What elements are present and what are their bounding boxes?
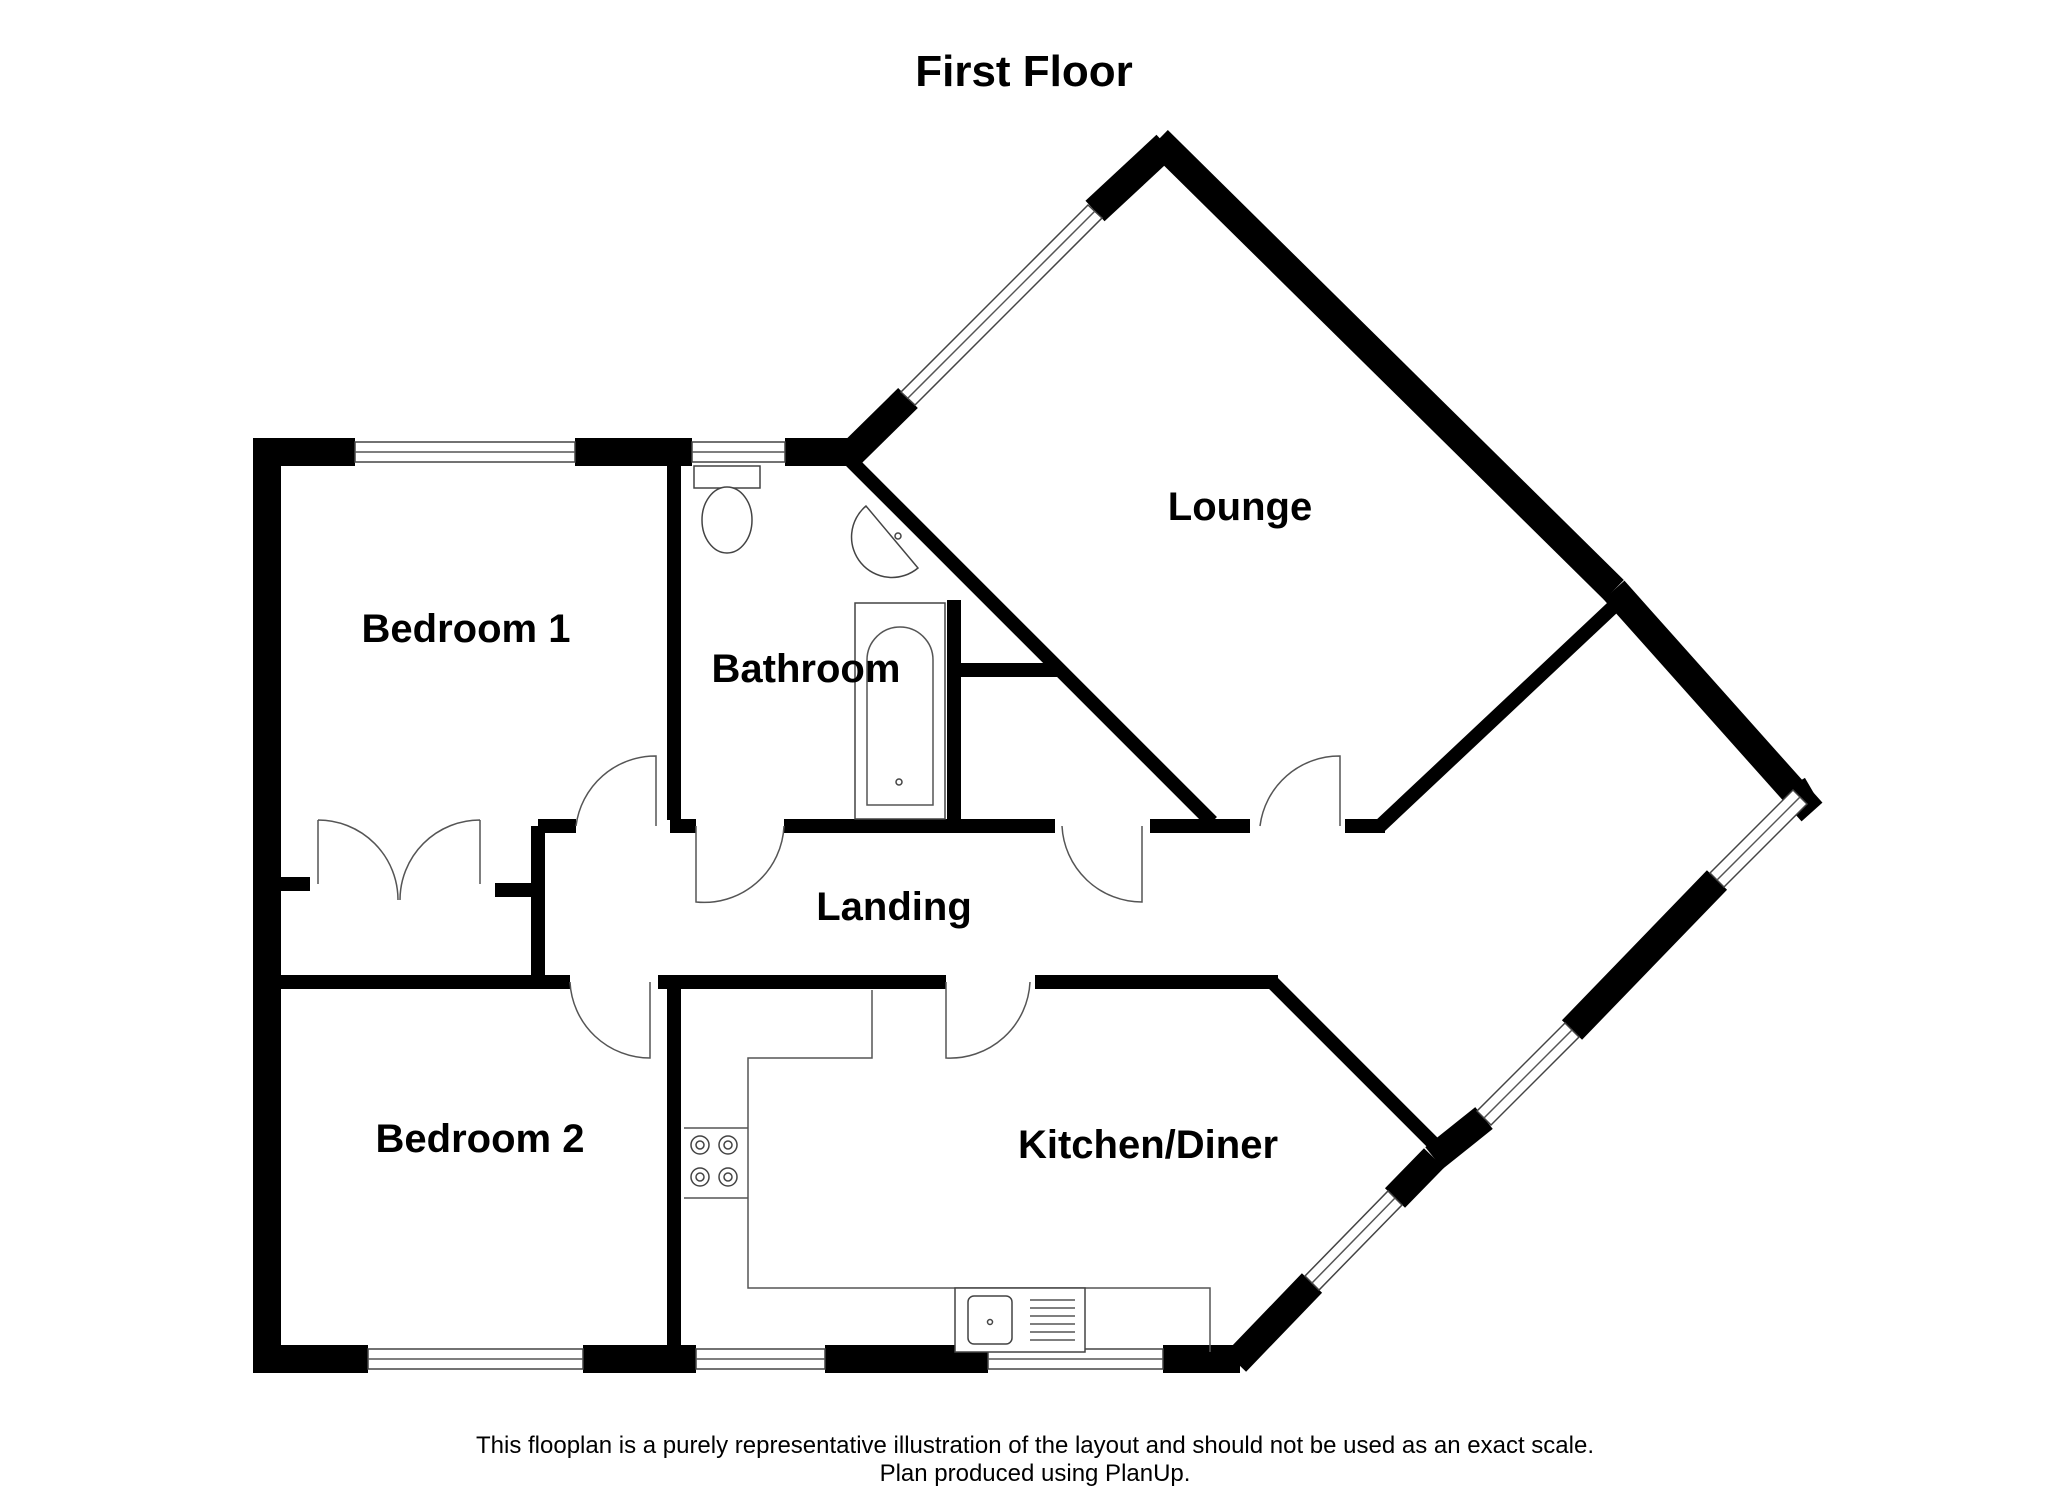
sink-icon [954, 1287, 1086, 1353]
room-label-kitchen: Kitchen/Diner [1018, 1123, 1278, 1167]
kitchen-worktop [747, 990, 1211, 1352]
disclaimer-line-2: Plan produced using PlanUp. [880, 1460, 1191, 1487]
toilet-icon [701, 486, 753, 554]
basin-icon [850, 504, 920, 579]
bath-icon [854, 602, 946, 820]
room-label-bedroom2: Bedroom 2 [376, 1117, 585, 1161]
hob-icon [690, 1135, 738, 1187]
interior-walls [274, 452, 1617, 1359]
disclaimer-line-1: This flooplan is a purely representative… [476, 1432, 1594, 1459]
doors [317, 755, 1341, 1059]
exterior-walls [253, 130, 1823, 1373]
windows [354, 203, 1809, 1370]
fixtures [684, 465, 1211, 1353]
room-label-lounge: Lounge [1168, 485, 1312, 529]
page-title: First Floor [915, 47, 1133, 96]
room-label-bathroom: Bathroom [712, 647, 901, 691]
room-label-bedroom1: Bedroom 1 [362, 607, 571, 651]
room-label-landing: Landing [816, 885, 972, 929]
